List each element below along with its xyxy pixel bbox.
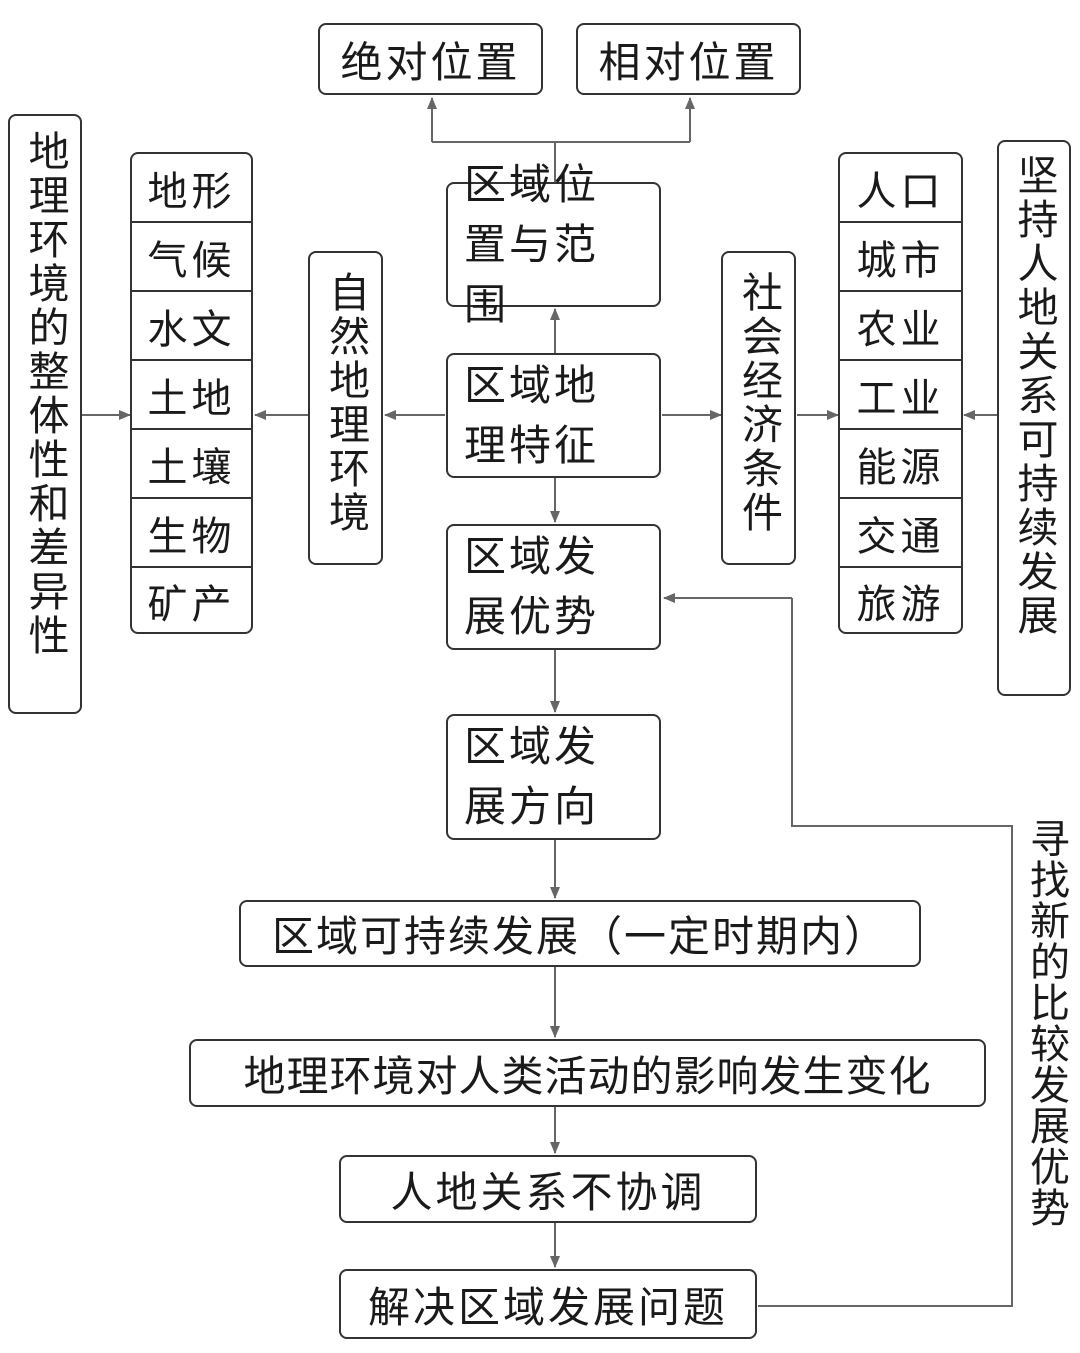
absolute-position-box: 绝对位置 [318, 23, 543, 95]
environment-impact-label: 地理环境对人类活动的影响发生变化 [243, 1051, 932, 1101]
socioeconomic-box: 社会经济条件 [721, 251, 796, 565]
human-land-imbalance-label: 人地关系不协调 [390, 1167, 706, 1217]
list-item: 人口 [840, 154, 961, 223]
development-advantage-box: 区域发展优势 [446, 524, 661, 650]
solve-problems-box: 解决区域发展问题 [339, 1269, 757, 1339]
list-item: 工业 [840, 361, 961, 430]
list-item: 能源 [840, 430, 961, 499]
regional-features-box: 区域地理特征 [446, 353, 661, 478]
list-item: 水文 [132, 292, 251, 361]
list-item: 矿产 [147, 582, 236, 628]
solve-problems-label: 解决区域发展问题 [367, 1282, 728, 1332]
regional-features-label: 区域地理特征 [464, 360, 600, 470]
feedback-loop-line [758, 598, 1013, 1307]
outer-right-label: 坚持人地关系可持续发展 [1010, 154, 1058, 638]
feedback-label-container: 寻找新的比较发展优势 [1023, 818, 1077, 1318]
list-item: 土壤 [132, 430, 251, 499]
list-item: 农业 [840, 292, 961, 361]
location-range-label: 区域位置与范围 [464, 159, 600, 329]
outer-right-box: 坚持人地关系可持续发展 [997, 140, 1071, 696]
environment-impact-box: 地理环境对人类活动的影响发生变化 [189, 1039, 986, 1107]
human-land-imbalance-box: 人地关系不协调 [339, 1155, 757, 1223]
list-item: 地形 [132, 154, 251, 223]
relative-position-box: 相对位置 [576, 23, 801, 95]
natural-items-list: 地形 气候 水文 土地 土壤 生物 矿产 [130, 152, 253, 634]
outer-left-label: 地理环境的整体性和差异性 [21, 130, 69, 658]
list-item: 城市 [840, 223, 961, 292]
relative-position-label: 相对位置 [598, 37, 779, 87]
development-advantage-label: 区域发展优势 [464, 532, 600, 641]
list-item: 交通 [840, 499, 961, 568]
development-direction-label: 区域发展方向 [464, 722, 600, 831]
feedback-label: 寻找新的比较发展优势 [1023, 818, 1069, 1228]
natural-environment-label: 自然地理环境 [321, 271, 370, 535]
list-item: 土地 [132, 361, 251, 430]
outer-left-box: 地理环境的整体性和差异性 [8, 114, 82, 714]
list-item: 旅游 [856, 582, 945, 628]
sustainable-development-label: 区域可持续发展（一定时期内） [271, 912, 888, 961]
natural-environment-box: 自然地理环境 [308, 251, 383, 565]
absolute-position-label: 绝对位置 [340, 37, 521, 87]
sustainable-development-box: 区域可持续发展（一定时期内） [239, 900, 921, 967]
socioeconomic-label: 社会经济条件 [734, 271, 783, 535]
socioeconomic-items-list: 人口 城市 农业 工业 能源 交通 旅游 [838, 152, 963, 634]
location-range-box: 区域位置与范围 [446, 160, 661, 329]
list-item: 气候 [132, 223, 251, 292]
list-item: 生物 [132, 499, 251, 568]
development-direction-box: 区域发展方向 [446, 714, 661, 840]
